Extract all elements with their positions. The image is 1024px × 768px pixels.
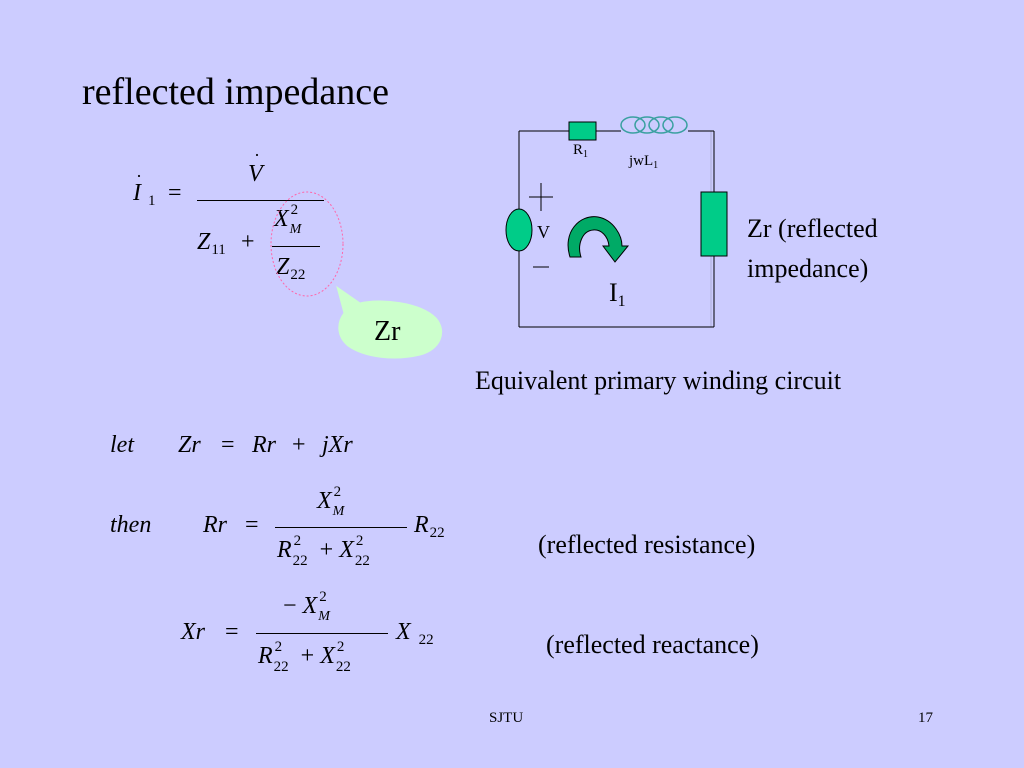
xr-fraction-bar <box>256 633 388 634</box>
callout-text: Zr <box>374 316 401 347</box>
rr-fraction-bar <box>275 527 407 528</box>
rr-lhs: Rr <box>203 512 227 538</box>
l1-label: jwL1 <box>629 153 659 171</box>
i1-label: I1 <box>609 278 626 310</box>
rr-note: (reflected resistance) <box>538 530 756 559</box>
xr-note: (reflected reactance) <box>546 630 759 659</box>
eq1-numerator: V · <box>248 145 263 187</box>
eq1-equals: = <box>168 180 182 206</box>
zr-label-line1: Zr (reflected <box>747 214 878 243</box>
eq1-den-plus: + <box>241 229 255 255</box>
let-rhs-jxr: jXr <box>322 432 353 458</box>
slide-title: reflected impedance <box>82 71 389 113</box>
let-rhs-rr: Rr <box>252 432 276 458</box>
current-arrow <box>567 216 630 263</box>
eq1-main-fraction-bar <box>197 200 324 201</box>
reflected-impedance-block <box>700 191 728 257</box>
then-keyword: then <box>110 512 152 538</box>
resistor-r1 <box>568 121 597 141</box>
dot-accent: · <box>254 145 260 165</box>
rr-factor: R22 <box>414 512 445 541</box>
dot-accent: · <box>136 166 142 186</box>
eq1-den-z11: Z11 <box>197 229 226 258</box>
eq1-inner-fraction-bar <box>272 246 320 247</box>
eq1-lhs-var: I · <box>133 166 142 206</box>
eq1-lhs: I · 1 <box>133 166 156 209</box>
let-equals: = <box>221 432 235 458</box>
eq1-lhs-sub: 1 <box>148 193 156 209</box>
let-lhs: Zr <box>178 432 201 458</box>
page-number: 17 <box>918 710 933 726</box>
callout-bubble <box>336 285 442 359</box>
eq1-den-z22: Z22 <box>276 254 306 283</box>
let-plus: + <box>292 432 306 458</box>
zr-label-line2: impedance) <box>747 254 869 283</box>
xr-equals: = <box>225 619 239 645</box>
voltage-source <box>505 208 533 252</box>
highlight-ellipse <box>270 191 344 297</box>
r1-label: R1 <box>573 142 589 160</box>
circuit-caption: Equivalent primary winding circuit <box>475 366 842 395</box>
inductor-l1 <box>620 116 688 134</box>
xr-lhs: Xr <box>181 619 205 645</box>
v-label: V <box>537 222 550 242</box>
footer-center: SJTU <box>489 710 524 726</box>
rr-equals: = <box>245 512 259 538</box>
let-keyword: let <box>110 432 134 458</box>
